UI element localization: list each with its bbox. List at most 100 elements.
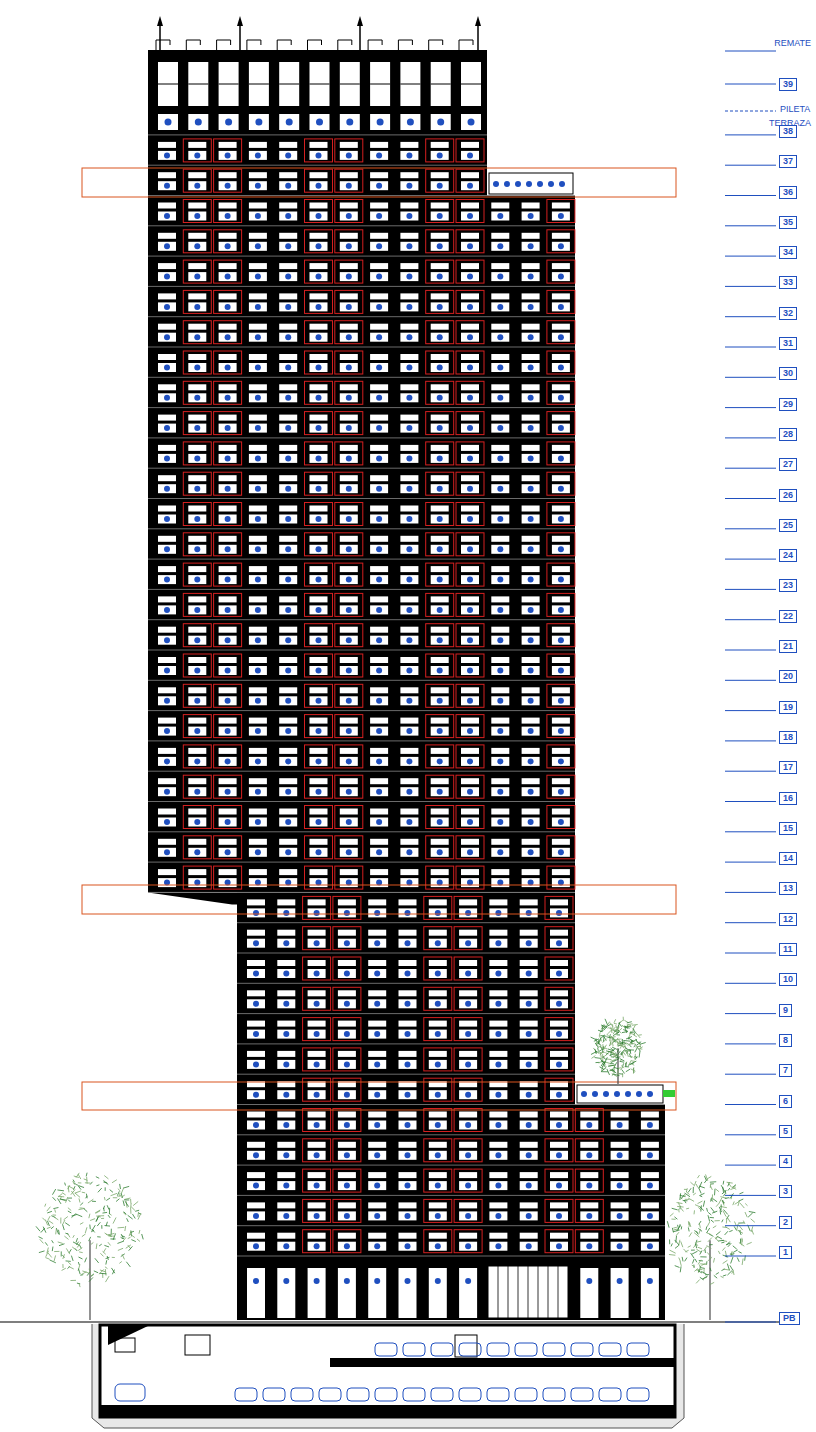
- window-head: [368, 899, 386, 905]
- window-mark: [467, 365, 473, 371]
- parapet-flag: [308, 40, 322, 50]
- window-mark: [528, 243, 534, 249]
- window-head: [310, 778, 328, 784]
- window-mark: [255, 243, 261, 249]
- window-mark: [283, 1243, 289, 1249]
- window-head: [219, 263, 237, 269]
- window-head: [368, 1172, 386, 1178]
- floor-line: [148, 256, 575, 257]
- window-head: [489, 1172, 507, 1178]
- window-head: [491, 809, 509, 815]
- window-mark: [314, 971, 320, 977]
- window-mark: [285, 395, 291, 401]
- window-mark: [497, 577, 503, 583]
- window-pane: [249, 272, 267, 281]
- window-head: [188, 657, 206, 663]
- window-head: [277, 1233, 295, 1239]
- window-mark: [406, 849, 412, 855]
- window-pane: [461, 636, 479, 645]
- window-head: [338, 899, 356, 905]
- window-head: [400, 506, 418, 512]
- window-head: [158, 869, 176, 875]
- window-head: [340, 203, 358, 209]
- window-head: [522, 324, 540, 330]
- window-head: [461, 809, 479, 815]
- window-head: [188, 778, 206, 784]
- window-head: [310, 172, 328, 178]
- window-head: [219, 445, 237, 451]
- window-head: [491, 778, 509, 784]
- unit-outline: [426, 351, 454, 374]
- window-mark: [586, 1213, 592, 1219]
- window-pane: [277, 969, 295, 978]
- window-head: [310, 445, 328, 451]
- window-head: [522, 869, 540, 875]
- window-mark: [346, 486, 352, 492]
- window-head: [370, 596, 388, 602]
- window-head: [308, 899, 326, 905]
- window-mark: [647, 1243, 653, 1249]
- window-head: [431, 778, 449, 784]
- window-pane: [370, 363, 388, 372]
- window-pane: [340, 848, 358, 857]
- upper-mass: [148, 196, 575, 893]
- window-pane: [188, 454, 206, 463]
- window-head: [188, 445, 206, 451]
- window-head: [368, 990, 386, 996]
- window-mark: [437, 152, 443, 158]
- crown-window: [340, 62, 360, 106]
- window-head: [188, 354, 206, 360]
- window-mark: [316, 243, 322, 249]
- window-mark: [253, 910, 259, 916]
- railing-mark: [581, 1091, 587, 1097]
- window-pane: [522, 272, 540, 281]
- service-room: [185, 1335, 210, 1355]
- window-head: [249, 687, 267, 693]
- window-pane: [522, 757, 540, 766]
- window-mark: [437, 334, 443, 340]
- window-head: [338, 960, 356, 966]
- window-head: [431, 384, 449, 390]
- unit-outline: [424, 1018, 452, 1041]
- window-mark: [225, 243, 231, 249]
- window-head: [219, 203, 237, 209]
- window-head: [489, 1142, 507, 1148]
- window-mark: [255, 668, 261, 674]
- window-mark: [253, 940, 259, 946]
- window-pane: [459, 969, 477, 978]
- window-pane: [550, 969, 568, 978]
- unit-outline: [333, 1199, 361, 1222]
- window-pane: [310, 787, 328, 796]
- window-head: [489, 1202, 507, 1208]
- window-head: [550, 1021, 568, 1027]
- window-head: [641, 1233, 659, 1239]
- window-pane: [641, 1151, 659, 1160]
- window-mark: [495, 971, 501, 977]
- window-mark: [194, 819, 200, 825]
- window-pane: [522, 848, 540, 857]
- window-mark: [316, 486, 322, 492]
- floor-line: [148, 862, 575, 863]
- window-mark: [346, 819, 352, 825]
- unit-outline: [456, 290, 484, 313]
- window-mark: [558, 334, 564, 340]
- window-head: [491, 233, 509, 239]
- window-pane: [279, 151, 297, 160]
- unit-outline: [454, 1109, 482, 1132]
- window-mark: [164, 395, 170, 401]
- lobby-window: [429, 1268, 447, 1318]
- entrance-mullion: [518, 1266, 519, 1318]
- window-pane: [249, 636, 267, 645]
- floor-line: [148, 316, 575, 317]
- window-mark: [495, 1183, 501, 1189]
- window-mark: [558, 365, 564, 371]
- window-mark: [225, 274, 231, 280]
- window-head: [340, 566, 358, 572]
- window-pane: [277, 939, 295, 948]
- window-pane: [219, 272, 237, 281]
- tree-foliage: [128, 1245, 131, 1249]
- unit-outline: [305, 321, 333, 344]
- window-mark: [528, 698, 534, 704]
- antenna-tip: [475, 16, 481, 26]
- window-head: [400, 415, 418, 421]
